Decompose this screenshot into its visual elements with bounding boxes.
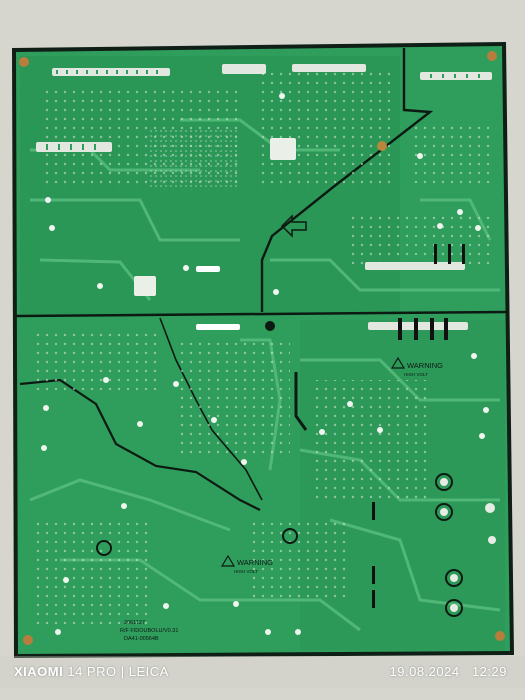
- watermark-brand: XIAOMI: [14, 664, 64, 679]
- warning-triangle-2: [220, 554, 236, 567]
- warning-triangle-1: [390, 356, 406, 369]
- solder-field-3: [150, 130, 240, 190]
- mounting-holes: [19, 51, 505, 645]
- watermark-model: 14 PRO: [67, 664, 117, 679]
- solder-field-4: [410, 120, 490, 190]
- solder-field-6: [180, 340, 290, 460]
- camera-watermark: XIAOMI 14 PRO | LEICA: [14, 659, 169, 685]
- board-code-3: R/F FIDOUBOLU/V0.31: [120, 628, 178, 634]
- solder-field-10: [350, 210, 490, 270]
- warning-sub-1: HIGH VOLT: [404, 372, 428, 377]
- header-pin-gaps: [46, 70, 480, 150]
- board-code-1: DA41-00564B: [124, 636, 159, 642]
- watermark-separator: |: [120, 664, 125, 679]
- watermark-band: [0, 656, 525, 688]
- capacitor-leads: [440, 478, 496, 612]
- board-split-line: [15, 310, 509, 318]
- watermark-lens: LEICA: [128, 664, 169, 679]
- solder-field-8: [30, 520, 150, 630]
- solder-field-9: [250, 520, 350, 600]
- connector-headers: [36, 64, 492, 330]
- warning-label-2: WARNING: [237, 558, 273, 567]
- solder-field-2: [260, 70, 390, 190]
- silkscreen-arrow: [280, 214, 307, 238]
- timestamp-watermark: 19.08.2024 12:29: [390, 659, 507, 685]
- solder-joints: [41, 93, 489, 635]
- board-code-2: 2061127: [124, 620, 145, 626]
- power-pads: [372, 244, 465, 608]
- warning-sub-2: HIGH VOLT: [234, 569, 258, 574]
- watermark-date: 19.08.2024: [389, 664, 460, 679]
- warning-label-1: WARNING: [407, 361, 443, 370]
- watermark-time: 12:29: [471, 664, 507, 679]
- solder-field-5: [30, 330, 160, 390]
- capacitor-rings: [96, 473, 463, 617]
- component-pads-white: [134, 138, 296, 330]
- isolation-bar: [294, 372, 308, 431]
- solder-field-7: [310, 380, 430, 500]
